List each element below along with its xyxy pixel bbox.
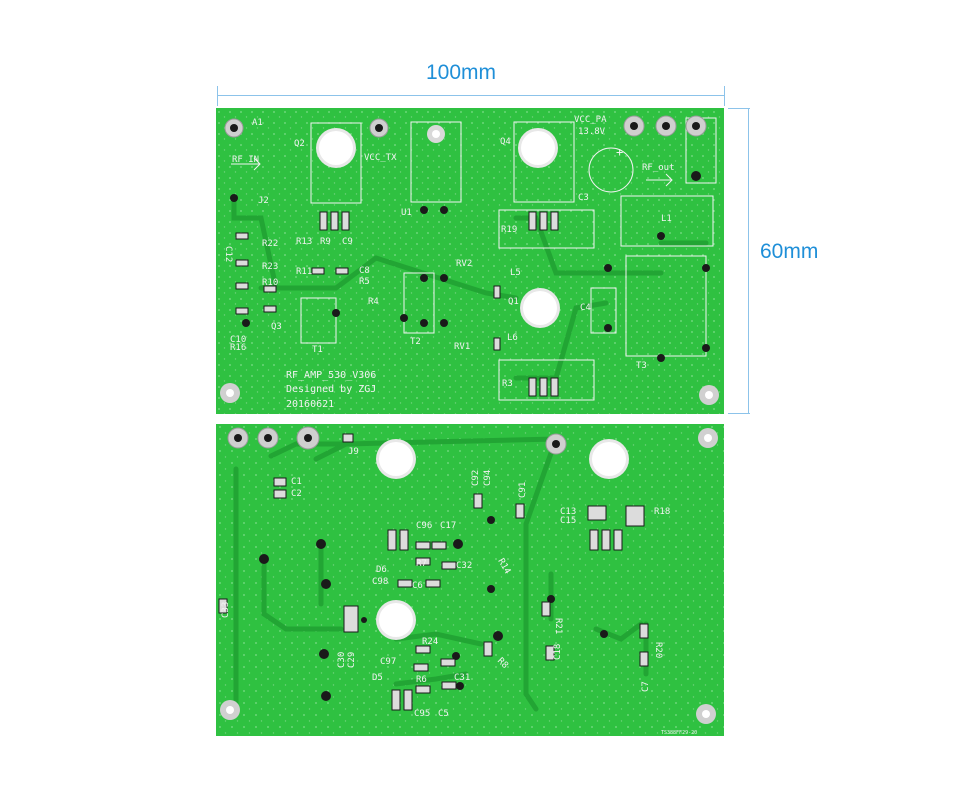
label-l5: L5 <box>510 268 521 278</box>
label-r16: R16 <box>230 343 246 353</box>
label-c91: C91 <box>518 482 528 498</box>
label-r10: R10 <box>262 278 278 288</box>
board-code: TS388FF29-20 <box>661 730 697 736</box>
height-dimension-label: 60mm <box>760 240 819 263</box>
label-rv1: RV1 <box>454 342 470 352</box>
top-labels: A1 Q2 VCC_TX Q4 VCC_PA 13.8V RF_IN RF_ou… <box>223 115 675 410</box>
width-dimension-label: 100mm <box>426 61 497 84</box>
label-c96: C96 <box>416 521 432 531</box>
height-dimension-line <box>728 108 750 414</box>
label-q2: Q2 <box>294 139 305 149</box>
label-c30: C30 <box>337 652 347 668</box>
label-c32: C32 <box>456 561 472 571</box>
label-r24: R24 <box>422 637 438 647</box>
label-q4: Q4 <box>500 137 511 147</box>
label-c33: C33 <box>221 602 231 618</box>
label-r7: R7 <box>416 559 427 569</box>
label-c92: C92 <box>471 470 481 486</box>
label-r21: R21 <box>553 618 563 634</box>
label-a1: A1 <box>252 118 263 128</box>
label-13v8: 13.8V <box>578 127 606 137</box>
board-date: 20160621 <box>286 399 334 410</box>
width-dimension-line <box>217 86 725 106</box>
label-c6: C6 <box>412 581 423 591</box>
label-u1: U1 <box>401 208 412 218</box>
label-rf-in: RF_IN <box>232 155 259 165</box>
label-j9: J9 <box>348 447 359 457</box>
bottom-copper-traces <box>233 436 649 712</box>
bottom-through-holes <box>234 434 608 701</box>
label-j2: J2 <box>258 196 269 206</box>
label-r4: R4 <box>368 297 379 307</box>
label-vcc-tx: VCC_TX <box>364 153 397 163</box>
label-q1: Q1 <box>508 297 519 307</box>
label-c29: C29 <box>347 652 357 668</box>
top-mounting-holes <box>220 125 719 405</box>
label-c4: C4 <box>580 303 591 313</box>
label-c17: C17 <box>440 521 456 531</box>
label-c9: C9 <box>342 237 353 247</box>
label-l6: L6 <box>507 333 518 343</box>
top-silkscreen <box>231 117 717 401</box>
pcb-top-side: A1 Q2 VCC_TX Q4 VCC_PA 13.8V RF_IN RF_ou… <box>216 108 724 414</box>
label-c8: C8 <box>359 266 370 276</box>
label-c15: C15 <box>560 516 576 526</box>
label-c18: C18 <box>553 644 563 660</box>
top-smd-pads <box>235 211 559 397</box>
label-r20: R20 <box>653 642 663 658</box>
label-d5: D5 <box>372 673 383 683</box>
label-c1: C1 <box>291 477 302 487</box>
label-c2: C2 <box>291 489 302 499</box>
label-r11: R11 <box>296 267 312 277</box>
label-r5: R5 <box>359 277 370 287</box>
top-through-holes <box>230 122 710 362</box>
label-rf-out: RF_out <box>642 163 675 173</box>
label-c98: C98 <box>372 577 388 587</box>
label-r18: R18 <box>654 507 670 517</box>
label-t1: T1 <box>312 345 323 355</box>
label-r23: R23 <box>262 262 278 272</box>
label-c94: C94 <box>483 470 493 486</box>
label-r22: R22 <box>262 239 278 249</box>
label-d6: D6 <box>376 565 387 575</box>
label-c97: C97 <box>380 657 396 667</box>
label-plus: + <box>616 145 623 159</box>
bottom-mounting-holes <box>220 428 718 724</box>
label-t2: T2 <box>410 337 421 347</box>
board-designer: Designed by ZGJ <box>286 384 376 395</box>
label-l1: L1 <box>661 214 672 224</box>
label-r9: R9 <box>320 237 331 247</box>
board-title: RF_AMP_530_V306 <box>286 370 376 381</box>
label-r13: R13 <box>296 237 312 247</box>
label-q3: Q3 <box>271 322 282 332</box>
bottom-smd-pads <box>218 433 649 711</box>
label-t3: T3 <box>636 361 647 371</box>
label-r3: R3 <box>502 379 513 389</box>
label-c7: C7 <box>641 681 651 692</box>
label-c31: C31 <box>454 673 470 683</box>
label-c10: C10 <box>230 335 246 345</box>
label-c3: C3 <box>578 193 589 203</box>
label-r19: R19 <box>501 225 517 235</box>
label-c12: C12 <box>223 246 233 262</box>
label-c13: C13 <box>560 507 576 517</box>
label-r6: R6 <box>416 675 427 685</box>
label-rv2: RV2 <box>456 259 472 269</box>
pcb-bottom-side: J9 C1 C2 C92 C94 C91 C13 C15 R18 C96 C17… <box>216 424 724 736</box>
label-c5: C5 <box>438 709 449 719</box>
label-vcc-pa: VCC_PA <box>574 115 607 125</box>
label-c95: C95 <box>414 709 430 719</box>
